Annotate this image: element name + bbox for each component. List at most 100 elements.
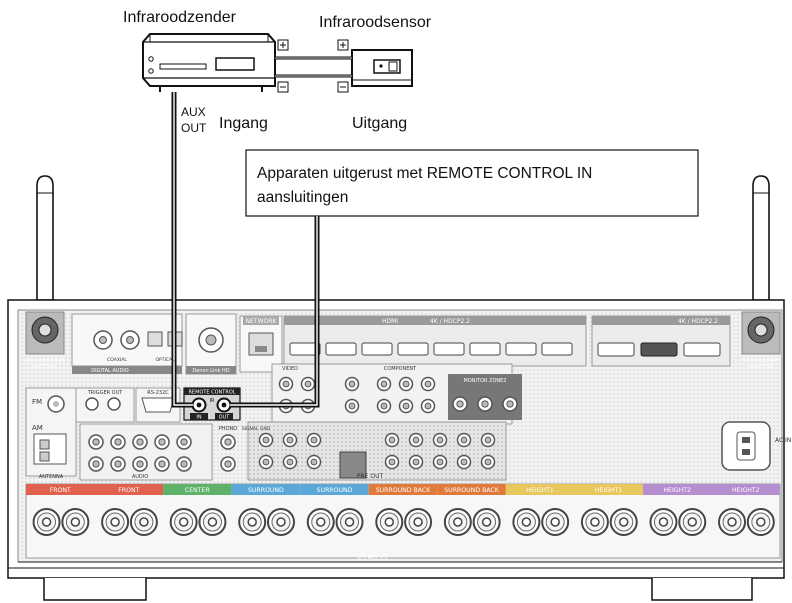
remote-out-label: OUT: [219, 415, 231, 421]
audio-in-jack-bottom-2: [110, 456, 126, 472]
audio-in-jack-bottom-4: [154, 456, 170, 472]
pre-out-jack-bottom-4: [384, 454, 400, 470]
speaker-binding-post-2-1: [101, 508, 130, 536]
video-label: VIDEO: [282, 366, 298, 372]
rs232c-label: RS-232C: [147, 390, 169, 396]
pre-out-jack-top-3: [306, 432, 322, 448]
video-jack-1: [278, 376, 294, 392]
speaker-header-11: [711, 484, 780, 495]
video-jack-5: [344, 376, 360, 392]
audio-in-jack-top-3: [132, 434, 148, 450]
ir-cable-devices: [230, 216, 320, 408]
transmitter-sensor-cable: [275, 56, 352, 78]
audio-in-jack-top-5: [176, 434, 192, 450]
callout-box: [245, 149, 699, 217]
pre-out-jack-bottom-1: [258, 454, 274, 470]
ir-transmitter-label: Infraroodzender: [123, 9, 237, 26]
audio-in-jack-bottom-3: [132, 456, 148, 472]
network-port: [239, 315, 283, 373]
remote-control-label: REMOTE CONTROL: [188, 390, 235, 396]
am-label: AM: [32, 424, 43, 432]
monitor-zone2-jack-3: [502, 396, 518, 412]
speaker-header-label-1: FRONT: [50, 487, 71, 494]
speaker-header-label-2: FRONT: [118, 487, 139, 494]
speaker-binding-post-1-2: [61, 508, 90, 536]
speaker-header-5: [300, 484, 369, 495]
remote-in-label: IN: [196, 415, 201, 421]
antenna-label: ANTENNA: [39, 474, 64, 480]
speaker-header-6: [368, 484, 438, 495]
speaker-header-label-5: SURROUND: [317, 487, 353, 494]
speaker-binding-post-4-1: [238, 508, 267, 536]
ir-sensor-label: Infraroodsensor: [319, 14, 432, 31]
signal-gnd-label: SIGNAL GND: [242, 426, 271, 432]
speaker-header-9: [574, 484, 643, 495]
callout-text-line1: Apparaten uitgerust met REMOTE CONTROL I…: [257, 165, 592, 182]
audio-label: AUDIO: [132, 474, 148, 480]
monitor-zone2-label: MONITOR ZONE2: [464, 378, 507, 384]
video-component-section: [271, 363, 522, 425]
speaker-binding-post-8-2: [541, 508, 570, 536]
speaker-binding-post-6-1: [375, 508, 404, 536]
speaker-header-2: [94, 484, 164, 495]
antenna-left-label-1: Bluetooth/Wi-Fi: [26, 358, 64, 364]
network-label: NETWORK: [246, 318, 278, 325]
speaker-header-label-8: HEIGHT1: [526, 487, 554, 494]
pre-out-jack-bottom-3: [306, 454, 322, 470]
phono-label: PHONO: [219, 426, 237, 432]
speaker-header-7: [437, 484, 506, 495]
phono-jack-bottom: [220, 456, 236, 472]
audio-in-jack-top-2: [110, 434, 126, 450]
speaker-binding-post-4-2: [266, 508, 295, 536]
ac-inlet: [721, 421, 771, 471]
speaker-binding-post-7-1: [443, 508, 472, 536]
video-jack-8: [398, 376, 414, 392]
monitor-zone2-jack-1: [452, 396, 468, 412]
audio-in-jack-top-1: [88, 434, 104, 450]
monitor-zone2-jack-2: [477, 396, 493, 412]
speaker-binding-post-7-2: [472, 508, 501, 536]
speaker-header-4: [231, 484, 301, 495]
speaker-binding-post-9-2: [609, 508, 638, 536]
speaker-binding-post-8-1: [512, 508, 541, 536]
speaker-header-label-10: HEIGHT2: [663, 487, 691, 494]
speaker-header-8: [505, 484, 575, 495]
speaker-header-label-6: SURROUND BACK: [376, 487, 432, 494]
input-label: Ingang: [219, 115, 268, 132]
speaker-header-label-3: CENTER: [185, 487, 211, 494]
speaker-header-label-4: SURROUND: [248, 487, 284, 494]
coaxial-label: COAXIAL: [107, 357, 127, 363]
digital-audio-label: DIGITAL AUDIO: [91, 368, 129, 374]
video-jack-10: [376, 398, 392, 414]
fm-label: FM: [32, 398, 42, 406]
speaker-binding-post-10-1: [649, 508, 678, 536]
audio-in-jack-bottom-1: [88, 456, 104, 472]
hdmi-label: HDMI: [382, 318, 398, 325]
video-jack-3: [300, 376, 316, 392]
speaker-binding-post-10-2: [678, 508, 707, 536]
trigger-out-label: TRIGGER OUT: [87, 390, 124, 396]
video-jack-12: [420, 398, 436, 414]
pre-out-jack-bottom-6: [432, 454, 448, 470]
pre-out-jack-top-2: [282, 432, 298, 448]
ir-cable-transmitter: [171, 92, 193, 408]
speaker-binding-post-11-2: [746, 508, 775, 536]
speakers-label: SPEAKERS: [356, 554, 387, 561]
transmitter-plus-terminal: [277, 39, 289, 51]
hdmi-outputs: [591, 315, 731, 367]
pre-out-jack-top-8: [480, 432, 496, 448]
video-jack-11: [398, 398, 414, 414]
pre-out-jack-top-5: [408, 432, 424, 448]
transmitter-minus-terminal: [277, 81, 289, 93]
pre-out-jack-top-7: [456, 432, 472, 448]
speaker-binding-post-3-2: [198, 508, 227, 536]
speaker-header-label-9: HEIGHT1: [595, 487, 623, 494]
aux-out-label-line2: OUT: [181, 121, 207, 135]
antenna-right-label-1: Bluetooth/Wi-Fi: [742, 358, 780, 364]
speaker-binding-post-6-2: [404, 508, 433, 536]
speaker-binding-post-2-2: [129, 508, 158, 536]
phono-jack-top: [220, 434, 236, 450]
pre-out-jack-top-1: [258, 432, 274, 448]
optical-label: OPTICAL: [155, 357, 175, 363]
